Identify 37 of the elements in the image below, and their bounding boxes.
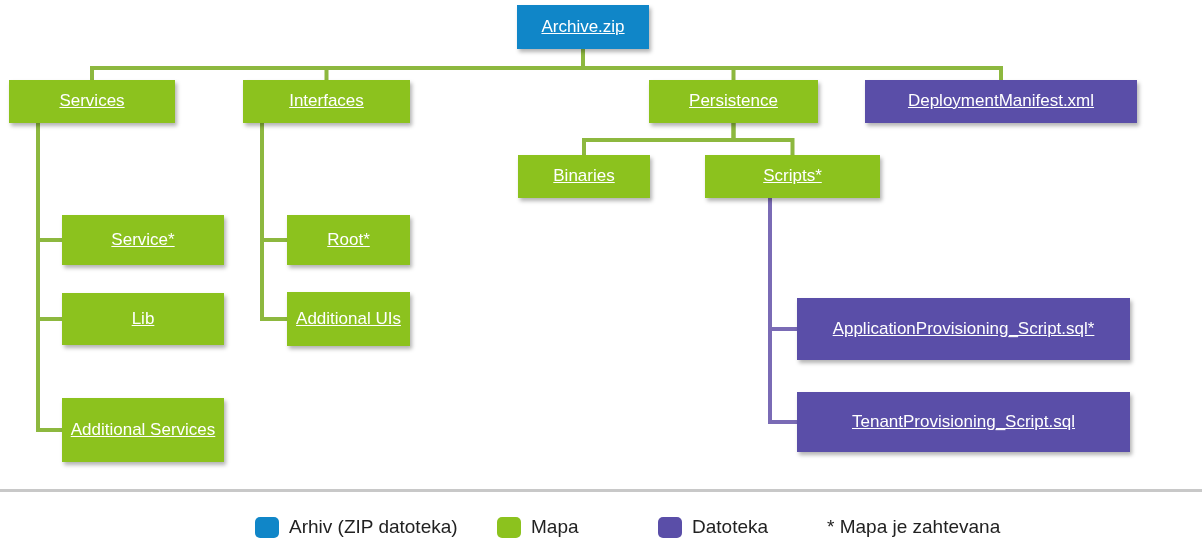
node-label: Service*	[111, 228, 175, 251]
node-label: TenantProvisioning_Script.sql	[852, 410, 1075, 433]
node-label: Scripts*	[763, 165, 822, 188]
folder-box	[287, 215, 410, 265]
legend-text: Datoteka	[692, 516, 769, 538]
connector-line	[260, 123, 287, 321]
node-label: Archive.zip	[541, 15, 625, 38]
legend-note: * Mapa je zahtevana	[827, 516, 1001, 538]
node-label: Additional Services	[70, 418, 216, 441]
node-label: Persistence	[689, 90, 778, 113]
node-label: Interfaces	[289, 90, 364, 113]
node-label: Additional UIs	[296, 307, 401, 330]
node-label: Root*	[327, 228, 370, 251]
node-label: DeploymentManifest.xml	[907, 90, 1095, 113]
folder-box	[243, 80, 410, 123]
folder-box	[287, 292, 410, 346]
folder-box	[9, 80, 175, 123]
folder-box	[518, 155, 650, 198]
folder-box	[62, 293, 224, 345]
node-label: Services	[59, 90, 125, 113]
legend-text: Arhiv (ZIP datoteka)	[289, 516, 458, 538]
node-label: Binaries	[553, 165, 615, 188]
folder-box	[62, 215, 224, 265]
folder-box	[649, 80, 818, 123]
folder-box	[705, 155, 880, 198]
file-box	[797, 298, 1130, 360]
connector-line	[768, 198, 797, 424]
node-label: ApplicationProvisioning_Script.sql*	[832, 317, 1095, 340]
legend-text: Mapa	[531, 516, 579, 538]
zip-box	[517, 5, 649, 49]
node-label: Lib	[131, 307, 155, 330]
folder-box	[62, 398, 224, 462]
connector-line	[581, 49, 1003, 80]
file-box	[865, 80, 1137, 123]
connector-line	[36, 123, 62, 432]
connector-line	[731, 123, 795, 155]
file-box	[797, 392, 1130, 452]
